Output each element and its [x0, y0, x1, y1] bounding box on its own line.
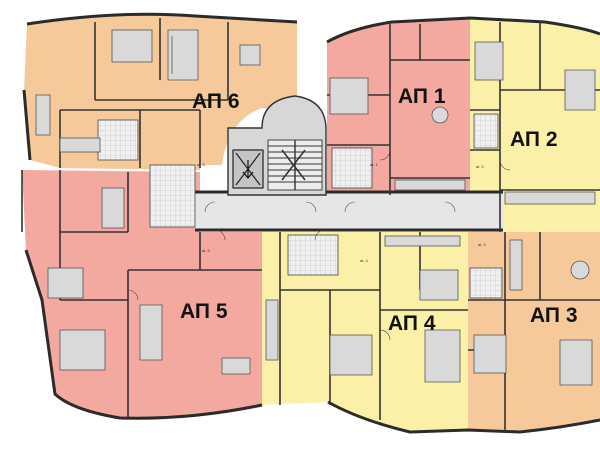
outer-wall-right-bottom: [327, 400, 600, 434]
apartment-4-label: АП 4: [388, 312, 436, 335]
apartment-5-label: АП 5: [180, 300, 228, 323]
door-swings: [127, 149, 511, 341]
elevator-arrow: [242, 160, 254, 179]
small-label-4: at. 4: [360, 258, 369, 263]
bathrooms: [97, 113, 503, 299]
small-label-1: at. 1: [370, 162, 379, 167]
outer-wall-left-top: [22, 12, 298, 161]
apartment-2-label: АП 2: [510, 128, 558, 151]
corridor-walls: [195, 190, 503, 232]
apartment-6-label: АП 6: [192, 90, 240, 113]
central-corridor: [195, 192, 503, 230]
outer-wall-left-bottom: [24, 249, 263, 420]
small-label-5: at. 5: [202, 248, 211, 253]
furniture: [35, 29, 596, 386]
apartment-1-label: АП 1: [398, 85, 446, 108]
staircase: [267, 139, 323, 191]
small-label-2: at. 2: [476, 164, 485, 169]
small-label-6: at. 6: [197, 162, 206, 167]
small-label-3: at. 3: [478, 242, 487, 247]
apartment-4-floor: [262, 232, 468, 432]
outer-wall-right-top: [326, 16, 600, 44]
apartment-3-label: АП 3: [530, 304, 578, 327]
